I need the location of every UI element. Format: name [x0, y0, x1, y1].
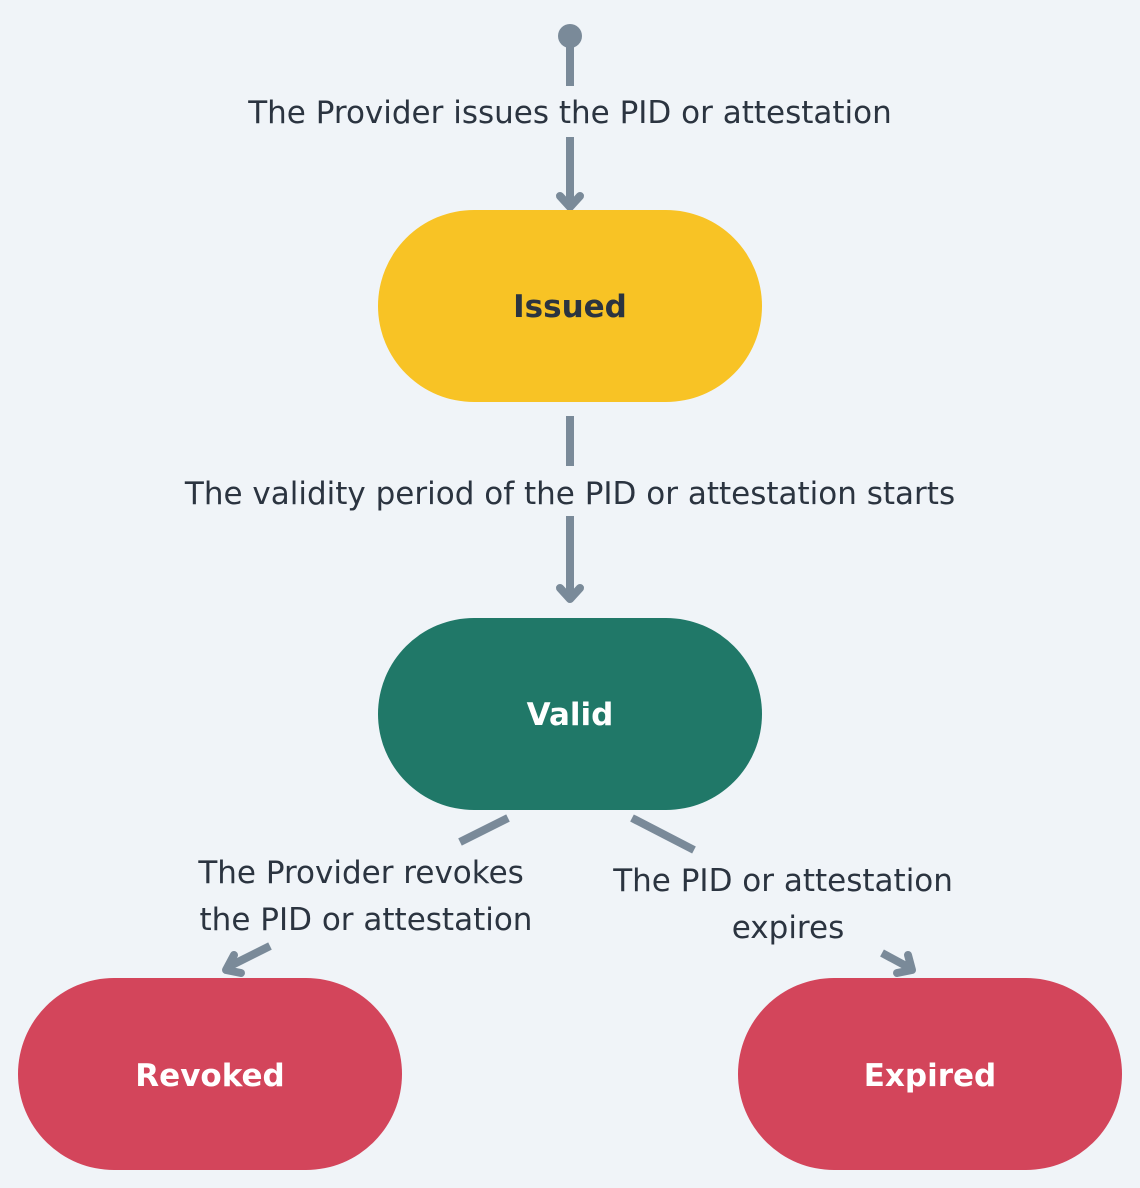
edge-valid-to-revoked-lower-segment	[228, 942, 272, 970]
state-node-revoked-shape	[18, 978, 402, 1170]
edge-label-valid-to-revoked-line-1: The Provider revokes	[197, 855, 524, 891]
edge-label-valid-to-revoked-line-2: the PID or attestation	[200, 902, 533, 938]
edge-valid-to-revoked-upper-segment	[458, 814, 510, 846]
edge-label-start-to-issued: The Provider issues the PID or attestati…	[247, 95, 892, 131]
state-node-issued-shape	[378, 210, 762, 402]
state-node-expired-shape	[738, 978, 1122, 1170]
state-node-revoked: Revoked	[18, 978, 402, 1170]
state-node-expired: Expired	[738, 978, 1122, 1170]
edge-label-valid-to-expired-line-1: The PID or attestation	[612, 863, 953, 899]
arrow-head-to-issued	[556, 192, 584, 211]
initial-state-dot	[558, 24, 582, 48]
state-node-issued-label: Issued	[513, 289, 627, 325]
arrow-head-to-valid	[556, 584, 584, 603]
state-node-issued: Issued	[378, 210, 762, 402]
edge-label-valid-to-expired: The PID or attestation expires	[612, 863, 963, 946]
state-node-valid: Valid	[378, 618, 762, 810]
arrow-head-to-expired	[893, 951, 916, 977]
state-node-expired-label: Expired	[864, 1058, 997, 1094]
edge-label-issued-to-valid: The validity period of the PID or attest…	[184, 476, 955, 512]
state-node-valid-shape	[378, 618, 762, 810]
edge-valid-to-expired-upper-segment	[630, 814, 696, 854]
edge-label-valid-to-expired-line-2: expires	[732, 910, 844, 946]
edge-valid-to-expired-lower-segment	[880, 949, 910, 971]
edge-label-valid-to-revoked: The Provider revokes the PID or attestat…	[197, 855, 533, 938]
state-node-valid-label: Valid	[527, 697, 614, 733]
state-node-revoked-label: Revoked	[135, 1058, 284, 1094]
arrow-head-to-revoked	[222, 951, 245, 977]
